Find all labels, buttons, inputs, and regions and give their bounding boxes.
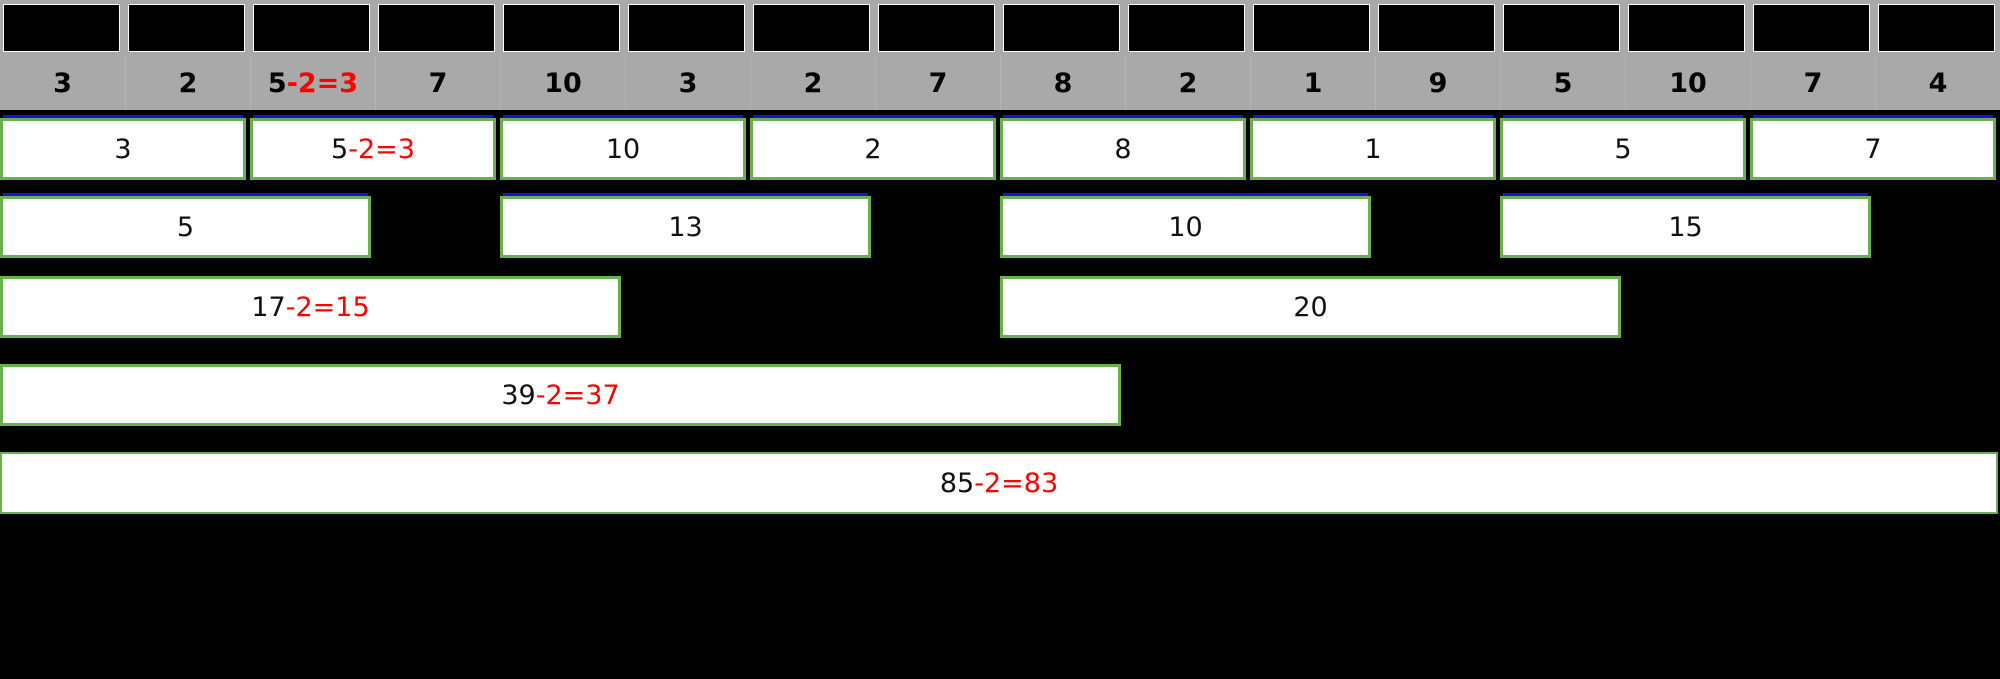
index-cell[interactable] <box>378 4 495 52</box>
tree-node[interactable]: 1 <box>1250 115 1496 180</box>
index-cell[interactable] <box>628 4 745 52</box>
value-text: 9 <box>1428 67 1448 99</box>
tree-level-3: 5 13 10 15 <box>0 193 2000 262</box>
index-cell-row <box>0 0 2000 56</box>
leaf-value-cell[interactable]: 5-2=3 <box>250 56 375 110</box>
tree-node[interactable]: 17-2=15 <box>0 276 621 338</box>
value-text: 7 <box>1864 133 1882 165</box>
update-delta-text: -2=37 <box>535 379 620 411</box>
value-text: 17 <box>251 291 286 323</box>
index-cell[interactable] <box>1378 4 1495 52</box>
value-text: 5 <box>176 211 195 243</box>
index-cell[interactable] <box>1753 4 1870 52</box>
value-text: 1 <box>1303 67 1323 99</box>
update-delta-text: -2=15 <box>285 291 370 323</box>
index-cell[interactable] <box>1003 4 1120 52</box>
index-cell[interactable] <box>1503 4 1620 52</box>
value-text: 3 <box>53 67 72 99</box>
tree-node[interactable]: 20 <box>1000 276 1621 338</box>
leaf-value-cell[interactable]: 7 <box>1750 56 1875 110</box>
leaf-value-cell[interactable]: 9 <box>1375 56 1500 110</box>
update-delta-text: -2=3 <box>348 133 415 165</box>
index-cell[interactable] <box>753 4 870 52</box>
leaf-value-cell[interactable]: 4 <box>1875 56 2000 110</box>
index-cell[interactable] <box>3 4 120 52</box>
tree-node[interactable]: 10 <box>500 115 746 180</box>
leaf-value-cell[interactable]: 7 <box>875 56 1000 110</box>
value-text: 7 <box>1803 67 1823 99</box>
tree-node[interactable]: 5 <box>0 193 371 258</box>
value-text: 2 <box>803 67 823 99</box>
index-cell[interactable] <box>1628 4 1745 52</box>
leaf-value-cell[interactable]: 10 <box>1625 56 1750 110</box>
leaf-value-cell[interactable]: 2 <box>125 56 250 110</box>
value-text: 8 <box>1053 67 1073 99</box>
tree-node[interactable]: 7 <box>1750 115 1996 180</box>
index-cell[interactable] <box>253 4 370 52</box>
update-delta-text: -2=3 <box>286 67 359 99</box>
value-text: 5 <box>267 67 287 99</box>
leaf-value-cell[interactable]: 8 <box>1000 56 1125 110</box>
tree-node[interactable]: 39-2=37 <box>0 364 1121 426</box>
leaf-value-cell[interactable]: 10 <box>500 56 625 110</box>
leaf-value-cell[interactable]: 5 <box>1500 56 1625 110</box>
tree-level-5: 39-2=37 <box>0 364 2000 430</box>
value-text: 7 <box>928 67 948 99</box>
value-text: 15 <box>1668 211 1703 243</box>
leaf-value-cell[interactable]: 2 <box>750 56 875 110</box>
tree-node[interactable]: 2 <box>750 115 996 180</box>
value-text: 10 <box>1669 67 1707 99</box>
index-cell[interactable] <box>1128 4 1245 52</box>
value-text: 5 <box>1614 133 1632 165</box>
value-text: 39 <box>501 379 536 411</box>
tree-node[interactable]: 13 <box>500 193 871 258</box>
tree-node[interactable]: 8 <box>1000 115 1246 180</box>
value-text: 85 <box>939 467 975 499</box>
value-text: 2 <box>864 133 882 165</box>
value-text: 10 <box>544 67 582 99</box>
value-text: 4 <box>1928 67 1948 99</box>
tree-node[interactable]: 3 <box>0 115 246 180</box>
tree-node[interactable]: 15 <box>1500 193 1871 258</box>
value-text: 2 <box>1178 67 1198 99</box>
value-text: 1 <box>1364 133 1382 165</box>
value-text: 5 <box>331 133 349 165</box>
leaf-value-cell[interactable]: 3 <box>0 56 125 110</box>
tree-level-6: 85 -2=83 <box>0 452 2000 518</box>
tree-node[interactable]: 5-2=3 <box>250 115 496 180</box>
index-cell[interactable] <box>1878 4 1995 52</box>
tree-node[interactable]: 5 <box>1500 115 1746 180</box>
value-text: 8 <box>1114 133 1132 165</box>
value-text: 10 <box>1168 211 1203 243</box>
tree-level-4: 17-2=15 20 <box>0 276 2000 342</box>
leaf-value-cell[interactable]: 1 <box>1250 56 1375 110</box>
index-cell[interactable] <box>503 4 620 52</box>
leaf-value-cell[interactable]: 3 <box>625 56 750 110</box>
value-text: 2 <box>178 67 198 99</box>
leaf-value-cell[interactable]: 2 <box>1125 56 1250 110</box>
value-text: 20 <box>1293 291 1328 323</box>
index-cell[interactable] <box>878 4 995 52</box>
tree-node[interactable]: 85 -2=83 <box>0 452 1998 514</box>
value-text: 7 <box>428 67 448 99</box>
index-cell[interactable] <box>1253 4 1370 52</box>
value-text: 10 <box>605 133 641 165</box>
value-text: 3 <box>678 67 698 99</box>
leaf-value-cell[interactable]: 7 <box>375 56 500 110</box>
value-text: 5 <box>1553 67 1573 99</box>
value-text: 13 <box>668 211 703 243</box>
value-text: 3 <box>114 133 132 165</box>
index-cell[interactable] <box>128 4 245 52</box>
update-delta-text: -2=83 <box>974 467 1059 499</box>
tree-node[interactable]: 10 <box>1000 193 1371 258</box>
